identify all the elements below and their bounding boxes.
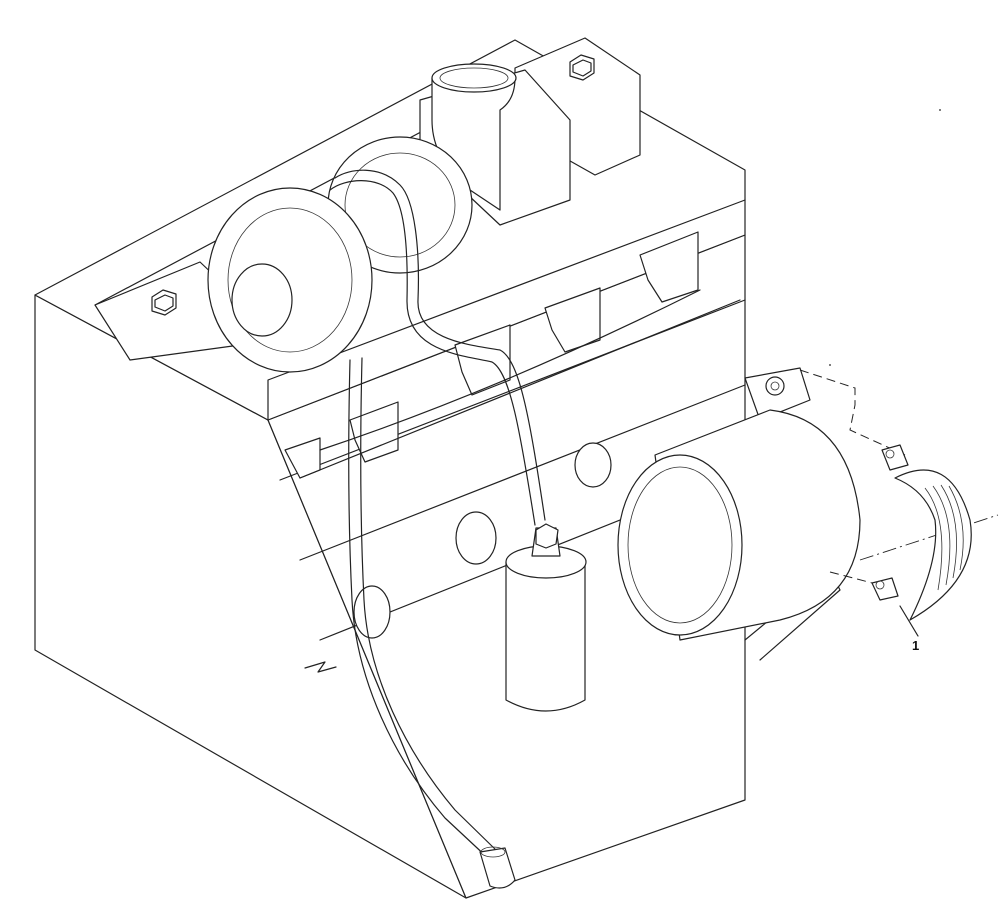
part-1-guard <box>871 444 972 621</box>
oil-line <box>329 169 546 861</box>
callout-leader-line <box>899 605 919 637</box>
line-end-fitting <box>479 846 516 889</box>
block-hole <box>455 511 497 565</box>
hex-bolt <box>151 289 177 316</box>
turbocharger <box>207 136 473 373</box>
callout-1: 1 <box>899 605 919 653</box>
hex-bolt <box>569 54 595 81</box>
block-hole <box>353 585 391 639</box>
oil-filter <box>505 523 587 712</box>
stray-mark <box>829 109 941 366</box>
callout-label: 1 <box>912 638 919 653</box>
alternator <box>617 367 861 661</box>
block-openings <box>353 442 612 639</box>
block-hole <box>574 442 612 488</box>
